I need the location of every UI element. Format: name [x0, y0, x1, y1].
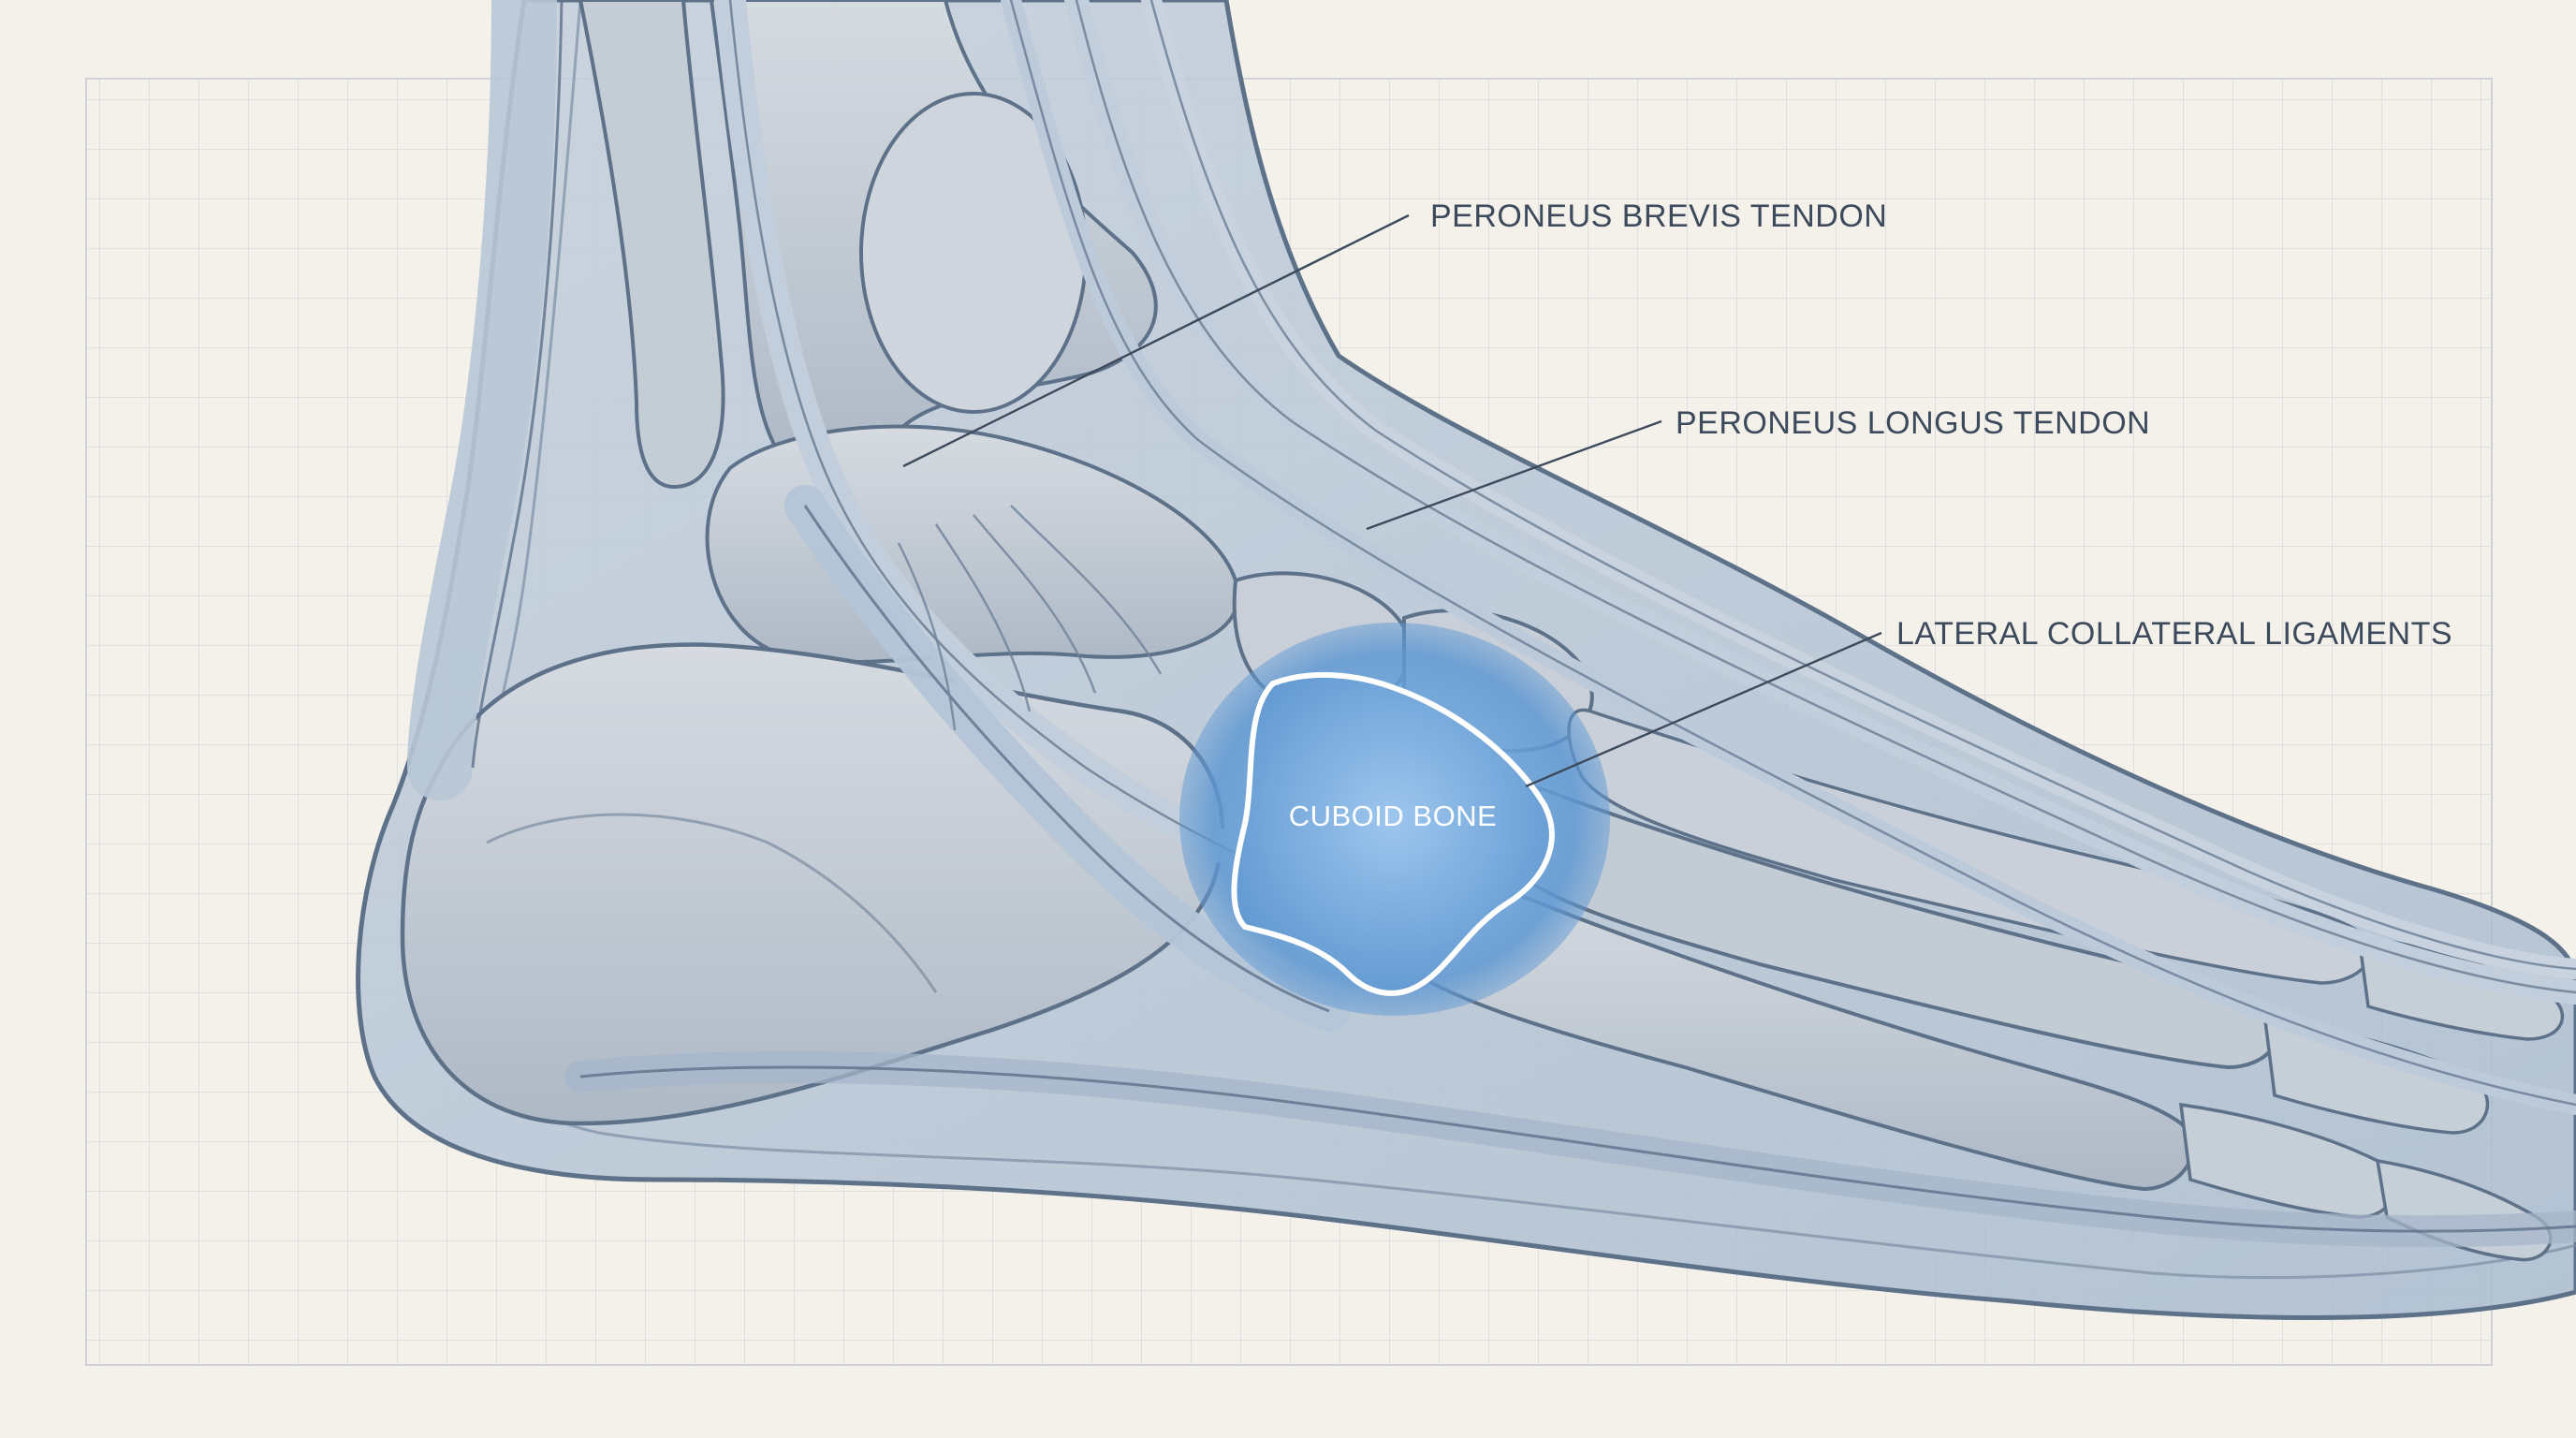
plantar-fascia-outline — [579, 1065, 2576, 1233]
cuboid-bone-label: CUBOID BONE — [1289, 800, 1498, 832]
achilles-tendon — [407, 0, 557, 800]
lateral-collateral-label: LATERAL COLLATERAL LIGAMENTS — [1896, 616, 2452, 652]
soft-tissue-inner-line — [434, 0, 2576, 1280]
peroneus-longus-tendon-edge — [803, 505, 1330, 1013]
calcaneus-tuberosity-line — [486, 813, 938, 993]
peroneus-longus-leader — [1366, 419, 1662, 531]
peroneus-brevis-label: PERONEUS BREVIS TENDON — [1430, 198, 1887, 234]
peroneus-brevis-leader — [902, 213, 1410, 468]
cuboid-bone — [1231, 671, 1555, 996]
extensor-tendons — [1001, 0, 2576, 1115]
lateral-collateral-leader — [1525, 631, 1882, 788]
lateral-collateral-ligaments — [897, 505, 1163, 731]
fibula-bone — [578, 0, 725, 490]
peroneus-longus-label: PERONEUS LONGUS TENDON — [1676, 405, 2150, 441]
achilles-tendon-edge — [471, 0, 564, 769]
